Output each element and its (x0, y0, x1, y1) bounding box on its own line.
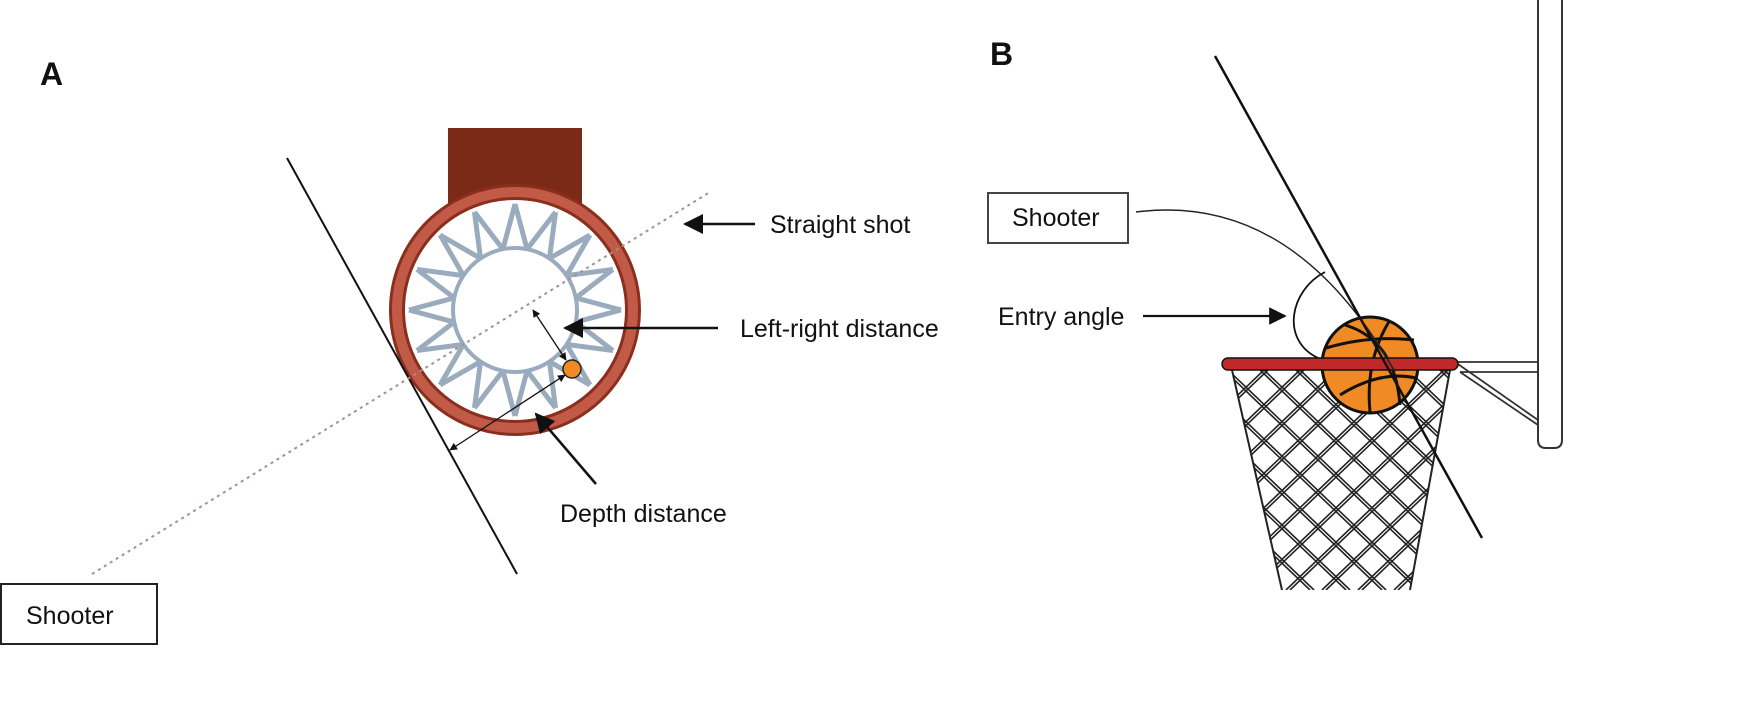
label-depth-distance: Depth distance (560, 500, 727, 528)
net-side-view (1231, 369, 1451, 591)
net-inner-ring (451, 246, 579, 374)
rim-bracket (1454, 361, 1539, 426)
shooter-box-a (0, 583, 158, 645)
backboard-side-view (1537, 0, 1563, 449)
panel-b: B Shooter Entry angle (987, 0, 1563, 591)
depth-pointer (534, 412, 597, 485)
label-straight-shot: Straight shot (770, 211, 910, 239)
ball-top-view (562, 359, 582, 379)
panel-a: A Straight shot Left-right distance Dept… (0, 56, 939, 645)
shooter-box-b (987, 192, 1129, 244)
label-left-right-distance: Left-right distance (740, 315, 939, 343)
depth-distance-arrow (449, 374, 566, 451)
label-entry-angle: Entry angle (998, 303, 1124, 331)
net-lattice (1232, 370, 1450, 590)
label-shooter-b: Shooter (1012, 204, 1100, 232)
entry-angle-arc (1292, 271, 1326, 359)
straight-shot-line (91, 191, 711, 575)
label-shooter-a: Shooter (26, 602, 114, 630)
rim-side-view (1221, 357, 1459, 371)
panel-b-letter: B (990, 36, 1013, 72)
shooter-line (286, 157, 518, 575)
panel-a-letter: A (40, 56, 63, 92)
entry-reference-line (1213, 55, 1484, 539)
left-right-distance-arrow (532, 309, 567, 361)
